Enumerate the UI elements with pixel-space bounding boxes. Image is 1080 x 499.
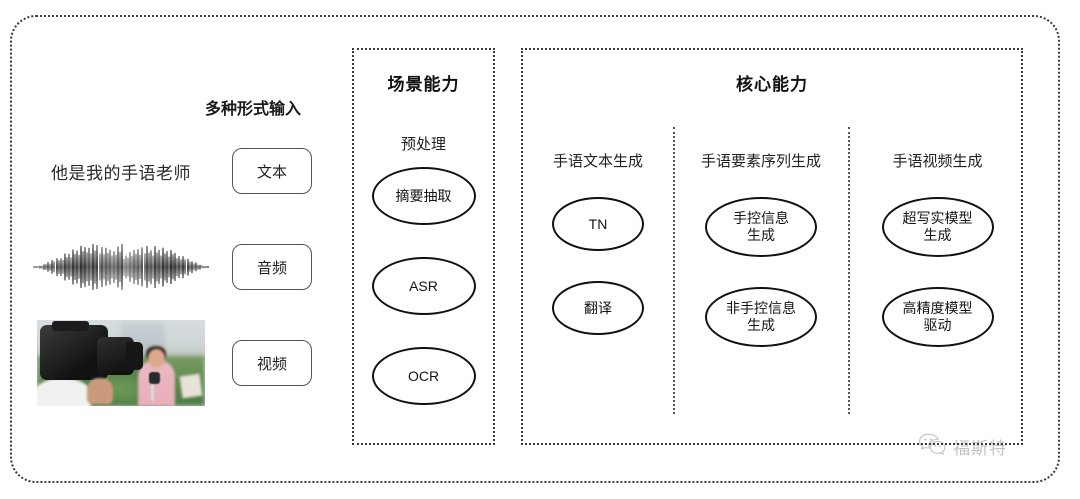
core-node[interactable]: TN <box>552 197 644 251</box>
scene-node[interactable]: OCR <box>371 347 476 405</box>
scene-node[interactable]: ASR <box>371 257 476 315</box>
input-row-audio: 音频 <box>30 238 330 296</box>
scene-node-wrap: 摘要抽取 <box>354 167 493 225</box>
core-column-label: 手语文本生成 <box>552 153 643 170</box>
column-divider <box>673 127 675 414</box>
audio-sample <box>30 238 212 296</box>
core-capability-panel: 核心能力 手语文本生成 TN 翻译 手语要素序列生成 手控信息生成 非手控信息生… <box>521 48 1023 445</box>
audio-waveform-icon <box>33 239 209 295</box>
watermark: 福斯特 <box>918 432 1007 461</box>
core-column-sign-text: 手语文本生成 TN 翻译 <box>523 150 673 335</box>
column-divider <box>848 127 850 414</box>
scene-node-wrap: ASR <box>354 257 493 315</box>
page-dotted-frame <box>10 15 1060 483</box>
core-column-sign-video: 手语视频生成 超写实模型生成 高精度模型驱动 <box>850 150 1025 347</box>
input-section-title: 多种形式输入 <box>204 101 301 118</box>
video-thumbnail-image <box>37 320 205 406</box>
input-row-text: 他是我的手语老师 文本 <box>30 142 330 200</box>
input-row-video: 视频 <box>30 320 330 406</box>
core-node[interactable]: 超写实模型生成 <box>881 197 994 257</box>
core-node[interactable]: 高精度模型驱动 <box>881 287 994 347</box>
scene-capability-title: 场景能力 <box>387 75 460 94</box>
scene-capability-subtitle: 预处理 <box>400 136 446 153</box>
core-node[interactable]: 非手控信息生成 <box>705 287 817 347</box>
video-sample <box>30 320 212 406</box>
core-column-label: 手语视频生成 <box>892 153 983 170</box>
modality-button-audio[interactable]: 音频 <box>232 244 312 290</box>
scene-capability-panel: 场景能力 预处理 摘要抽取 ASR OCR <box>352 48 495 445</box>
wechat-icon <box>918 432 948 461</box>
text-sample-label: 他是我的手语老师 <box>51 163 191 183</box>
core-node[interactable]: 手控信息生成 <box>705 197 817 257</box>
modality-button-text[interactable]: 文本 <box>232 148 312 194</box>
input-section: 多种形式输入 他是我的手语老师 文本 音频 <box>30 95 330 415</box>
core-node[interactable]: 翻译 <box>552 281 644 335</box>
text-sample: 他是我的手语老师 <box>30 142 212 200</box>
core-column-sign-elements: 手语要素序列生成 手控信息生成 非手控信息生成 <box>675 150 847 347</box>
modality-button-video[interactable]: 视频 <box>232 340 312 386</box>
scene-node[interactable]: 摘要抽取 <box>371 167 476 225</box>
scene-node-wrap: OCR <box>354 347 493 405</box>
core-capability-title: 核心能力 <box>736 75 808 94</box>
core-column-label: 手语要素序列生成 <box>700 153 821 170</box>
watermark-text: 福斯特 <box>953 439 1007 458</box>
